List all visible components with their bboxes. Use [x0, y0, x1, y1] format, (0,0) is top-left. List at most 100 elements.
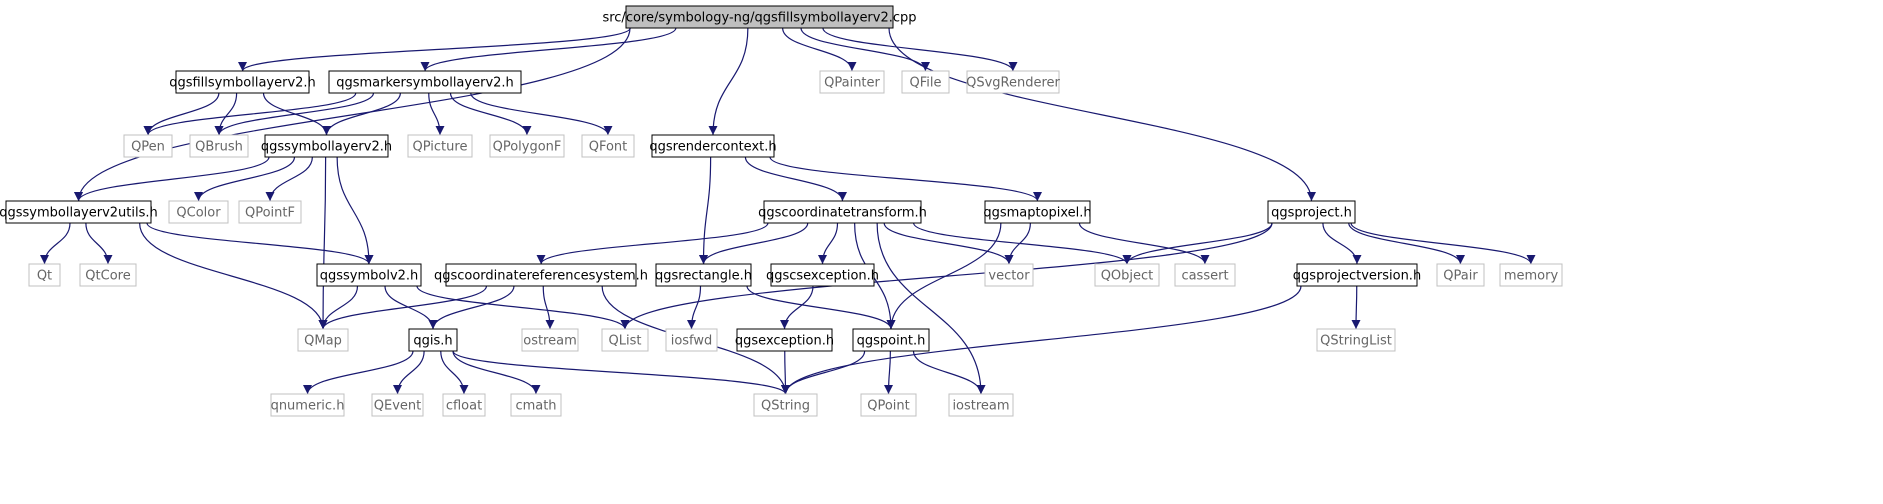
node-label: cfloat — [446, 399, 482, 414]
node-fillsym[interactable]: qgsfillsymbollayerv2.h — [169, 70, 316, 94]
node-box — [407, 134, 473, 158]
node-symutils[interactable]: qgssymbollayerv2utils.h — [0, 200, 158, 224]
node-box — [270, 393, 345, 417]
node-exception[interactable]: qgsexception.h — [735, 328, 834, 352]
node-iosfwd: iosfwd — [665, 328, 718, 352]
node-box — [489, 134, 565, 158]
node-markersym[interactable]: qgsmarkersymbollayerv2.h — [328, 70, 522, 94]
node-box — [770, 263, 875, 287]
node-box — [1316, 328, 1396, 352]
edge-point-to-qpoint — [884, 350, 894, 395]
node-layer: src/core/symbology-ng/qgsfillsymbollayer… — [0, 5, 1563, 417]
node-label: QPen — [131, 140, 165, 155]
node-project[interactable]: qgsproject.h — [1267, 200, 1356, 224]
node-box — [984, 200, 1091, 224]
edge-crs-to-ostream — [542, 285, 555, 330]
node-cassert: cassert — [1174, 263, 1236, 287]
node-box — [297, 328, 349, 352]
node-box — [736, 328, 833, 352]
node-qtcore: QtCore — [79, 263, 137, 287]
node-qpolygonf: QPolygonF — [489, 134, 565, 158]
node-label: QSvgRenderer — [966, 76, 1060, 91]
node-label: ostream — [523, 334, 577, 349]
node-qnumeric: qnumeric.h — [270, 393, 345, 417]
edge-rendercontext-to-maptopixel — [769, 156, 1042, 202]
node-label: qgsprojectversion.h — [1293, 269, 1421, 284]
node-symbolv2[interactable]: qgssymbolv2.h — [316, 263, 422, 287]
edge-qgis-to-qevent — [393, 350, 425, 395]
node-crs[interactable]: qgscoordinatereferencesystem.h — [434, 263, 648, 287]
node-qpen: QPen — [123, 134, 173, 158]
node-label: qgscoordinatereferencesystem.h — [434, 269, 648, 284]
node-projectversion[interactable]: qgsprojectversion.h — [1293, 263, 1421, 287]
node-coordtrans[interactable]: qgscoordinatetransform.h — [758, 200, 927, 224]
node-label: QList — [609, 334, 642, 349]
node-label: QPointF — [245, 206, 295, 221]
edge-qgis-to-cfloat — [440, 350, 469, 395]
node-rectangle[interactable]: qgsrectangle.h — [655, 263, 752, 287]
node-qt: Qt — [28, 263, 61, 287]
edge-symutils-to-qtcore — [85, 222, 113, 265]
node-cmath: cmath — [510, 393, 562, 417]
node-label: QString — [761, 399, 810, 414]
node-label: qgis.h — [413, 334, 452, 349]
node-label: QtCore — [85, 269, 130, 284]
node-box — [408, 328, 458, 352]
node-box — [123, 134, 173, 158]
node-box — [442, 393, 486, 417]
node-label: qgspoint.h — [857, 334, 926, 349]
node-label: QPicture — [413, 140, 468, 155]
edge-root-to-symutils — [74, 27, 631, 202]
node-qfile: QFile — [901, 70, 950, 94]
node-csexception[interactable]: qgscsexception.h — [766, 263, 879, 287]
edge-project-to-projectversion — [1322, 222, 1362, 265]
node-label: qgssymbollayerv2.h — [261, 140, 392, 155]
edge-root-to-rendercontext — [708, 27, 749, 136]
node-label: iostream — [952, 399, 1009, 414]
node-box — [79, 263, 137, 287]
node-qbrush: QBrush — [189, 134, 249, 158]
edge-markersym-to-qpen — [143, 92, 357, 136]
node-box — [852, 328, 930, 352]
node-rendercontext[interactable]: qgsrendercontext.h — [649, 134, 777, 158]
edge-coordtrans-to-vector — [883, 222, 1014, 265]
node-box — [1094, 263, 1160, 287]
edge-project-to-qobject — [1122, 222, 1273, 265]
edge-markersym-to-qbrush — [214, 92, 375, 136]
edge-rendercontext-to-coordtrans — [744, 156, 847, 202]
node-qlist: QList — [601, 328, 649, 352]
node-qgis[interactable]: qgis.h — [408, 328, 458, 352]
node-box — [264, 134, 389, 158]
node-symlayer[interactable]: qgssymbollayerv2.h — [261, 134, 392, 158]
node-label: qgscsexception.h — [766, 269, 879, 284]
edge-symlayer-to-qcolor — [194, 156, 296, 202]
node-label: qgsexception.h — [735, 334, 834, 349]
edge-root-to-qpainter — [782, 27, 857, 72]
node-label: QPair — [1443, 269, 1478, 284]
node-maptopixel[interactable]: qgsmaptopixel.h — [983, 200, 1092, 224]
node-box — [1174, 263, 1236, 287]
node-label: qgsproject.h — [1271, 206, 1352, 221]
node-root[interactable]: src/core/symbology-ng/qgsfillsymbollayer… — [602, 5, 917, 29]
node-qpointf: QPointF — [238, 200, 302, 224]
node-label: src/core/symbology-ng/qgsfillsymbollayer… — [602, 11, 916, 26]
edge-root-to-fillsym — [238, 27, 631, 72]
node-box — [625, 5, 894, 29]
node-box — [5, 200, 152, 224]
edge-point-to-iostream — [912, 350, 986, 395]
node-cfloat: cfloat — [442, 393, 486, 417]
edge-maptopixel-to-vector — [1004, 222, 1031, 265]
edge-markersym-to-qpolygonf — [449, 92, 532, 136]
node-label: QPoint — [867, 399, 910, 414]
node-qpair: QPair — [1436, 263, 1485, 287]
node-label: QStringList — [1320, 334, 1392, 349]
node-qpoint: QPoint — [860, 393, 917, 417]
node-qstringlist: QStringList — [1316, 328, 1396, 352]
node-point[interactable]: qgspoint.h — [852, 328, 930, 352]
edge-rendercontext-to-rectangle — [699, 156, 712, 265]
node-label: QMap — [304, 334, 342, 349]
edge-symlayer-to-symbolv2 — [336, 156, 374, 265]
edge-root-to-project — [888, 27, 1316, 202]
node-box — [948, 393, 1014, 417]
